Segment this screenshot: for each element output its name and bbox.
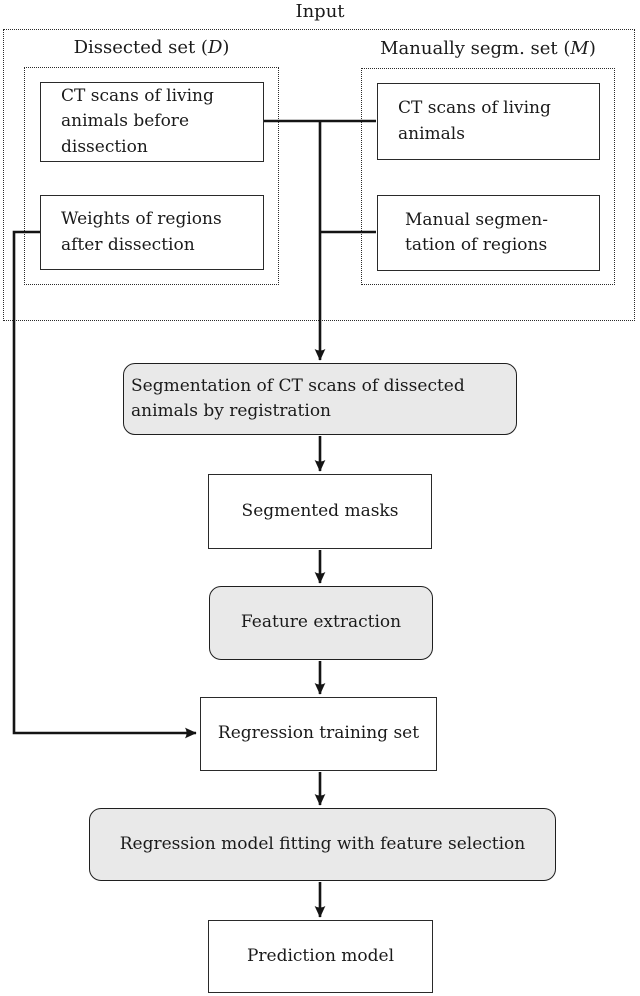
dissected-set-label: Dissected set (D) (24, 36, 279, 60)
node-weights-after-dissection-text: Weights of regions after dissection (61, 209, 222, 255)
manual-set-symbol: M (570, 38, 589, 59)
dissected-set-frame (24, 67, 279, 285)
node-regression-model-fitting-text: Regression model fitting with feature se… (119, 833, 526, 854)
node-weights-after-dissection: Weights of regions after dissection (40, 195, 264, 270)
diagram-title: Input (295, 1, 345, 22)
node-prediction-model: Prediction model (208, 920, 433, 993)
dissected-set-label-text: Dissected set ( (73, 37, 208, 58)
manual-set-label-suffix: ) (588, 38, 596, 59)
node-ct-scans-before-dissection-text: CT scans of living animals before dissec… (61, 86, 214, 157)
node-feature-extraction: Feature extraction (209, 586, 433, 660)
node-segmentation-by-registration: Segmentation of CT scans of dissected an… (123, 363, 517, 435)
manually-segmented-set-label: Manually segm. set (M) (361, 37, 615, 61)
node-ct-scans-living-animals-text: CT scans of living animals (398, 98, 551, 144)
node-manual-segmentation: Manual segmen- tation of regions (377, 195, 600, 271)
dissected-set-label-suffix: ) (222, 37, 230, 58)
node-segmentation-by-registration-text: Segmentation of CT scans of dissected an… (131, 375, 465, 421)
edge-weights-to-regression-training (12, 230, 197, 739)
node-ct-scans-living-animals: CT scans of living animals (377, 83, 600, 160)
node-manual-segmentation-text: Manual segmen- tation of regions (405, 209, 548, 255)
node-ct-scans-before-dissection: CT scans of living animals before dissec… (40, 82, 264, 162)
node-segmented-masks: Segmented masks (208, 474, 432, 549)
manual-set-label-text: Manually segm. set ( (380, 38, 571, 59)
node-segmented-masks-text: Segmented masks (241, 500, 399, 521)
node-regression-training-set: Regression training set (200, 697, 437, 771)
manually-segmented-set-frame (361, 68, 615, 285)
node-regression-training-set-text: Regression training set (217, 723, 420, 744)
node-prediction-model-text: Prediction model (246, 945, 395, 966)
node-feature-extraction-text: Feature extraction (240, 612, 402, 633)
node-regression-model-fitting: Regression model fitting with feature se… (89, 808, 556, 881)
dissected-set-symbol: D (207, 37, 223, 58)
